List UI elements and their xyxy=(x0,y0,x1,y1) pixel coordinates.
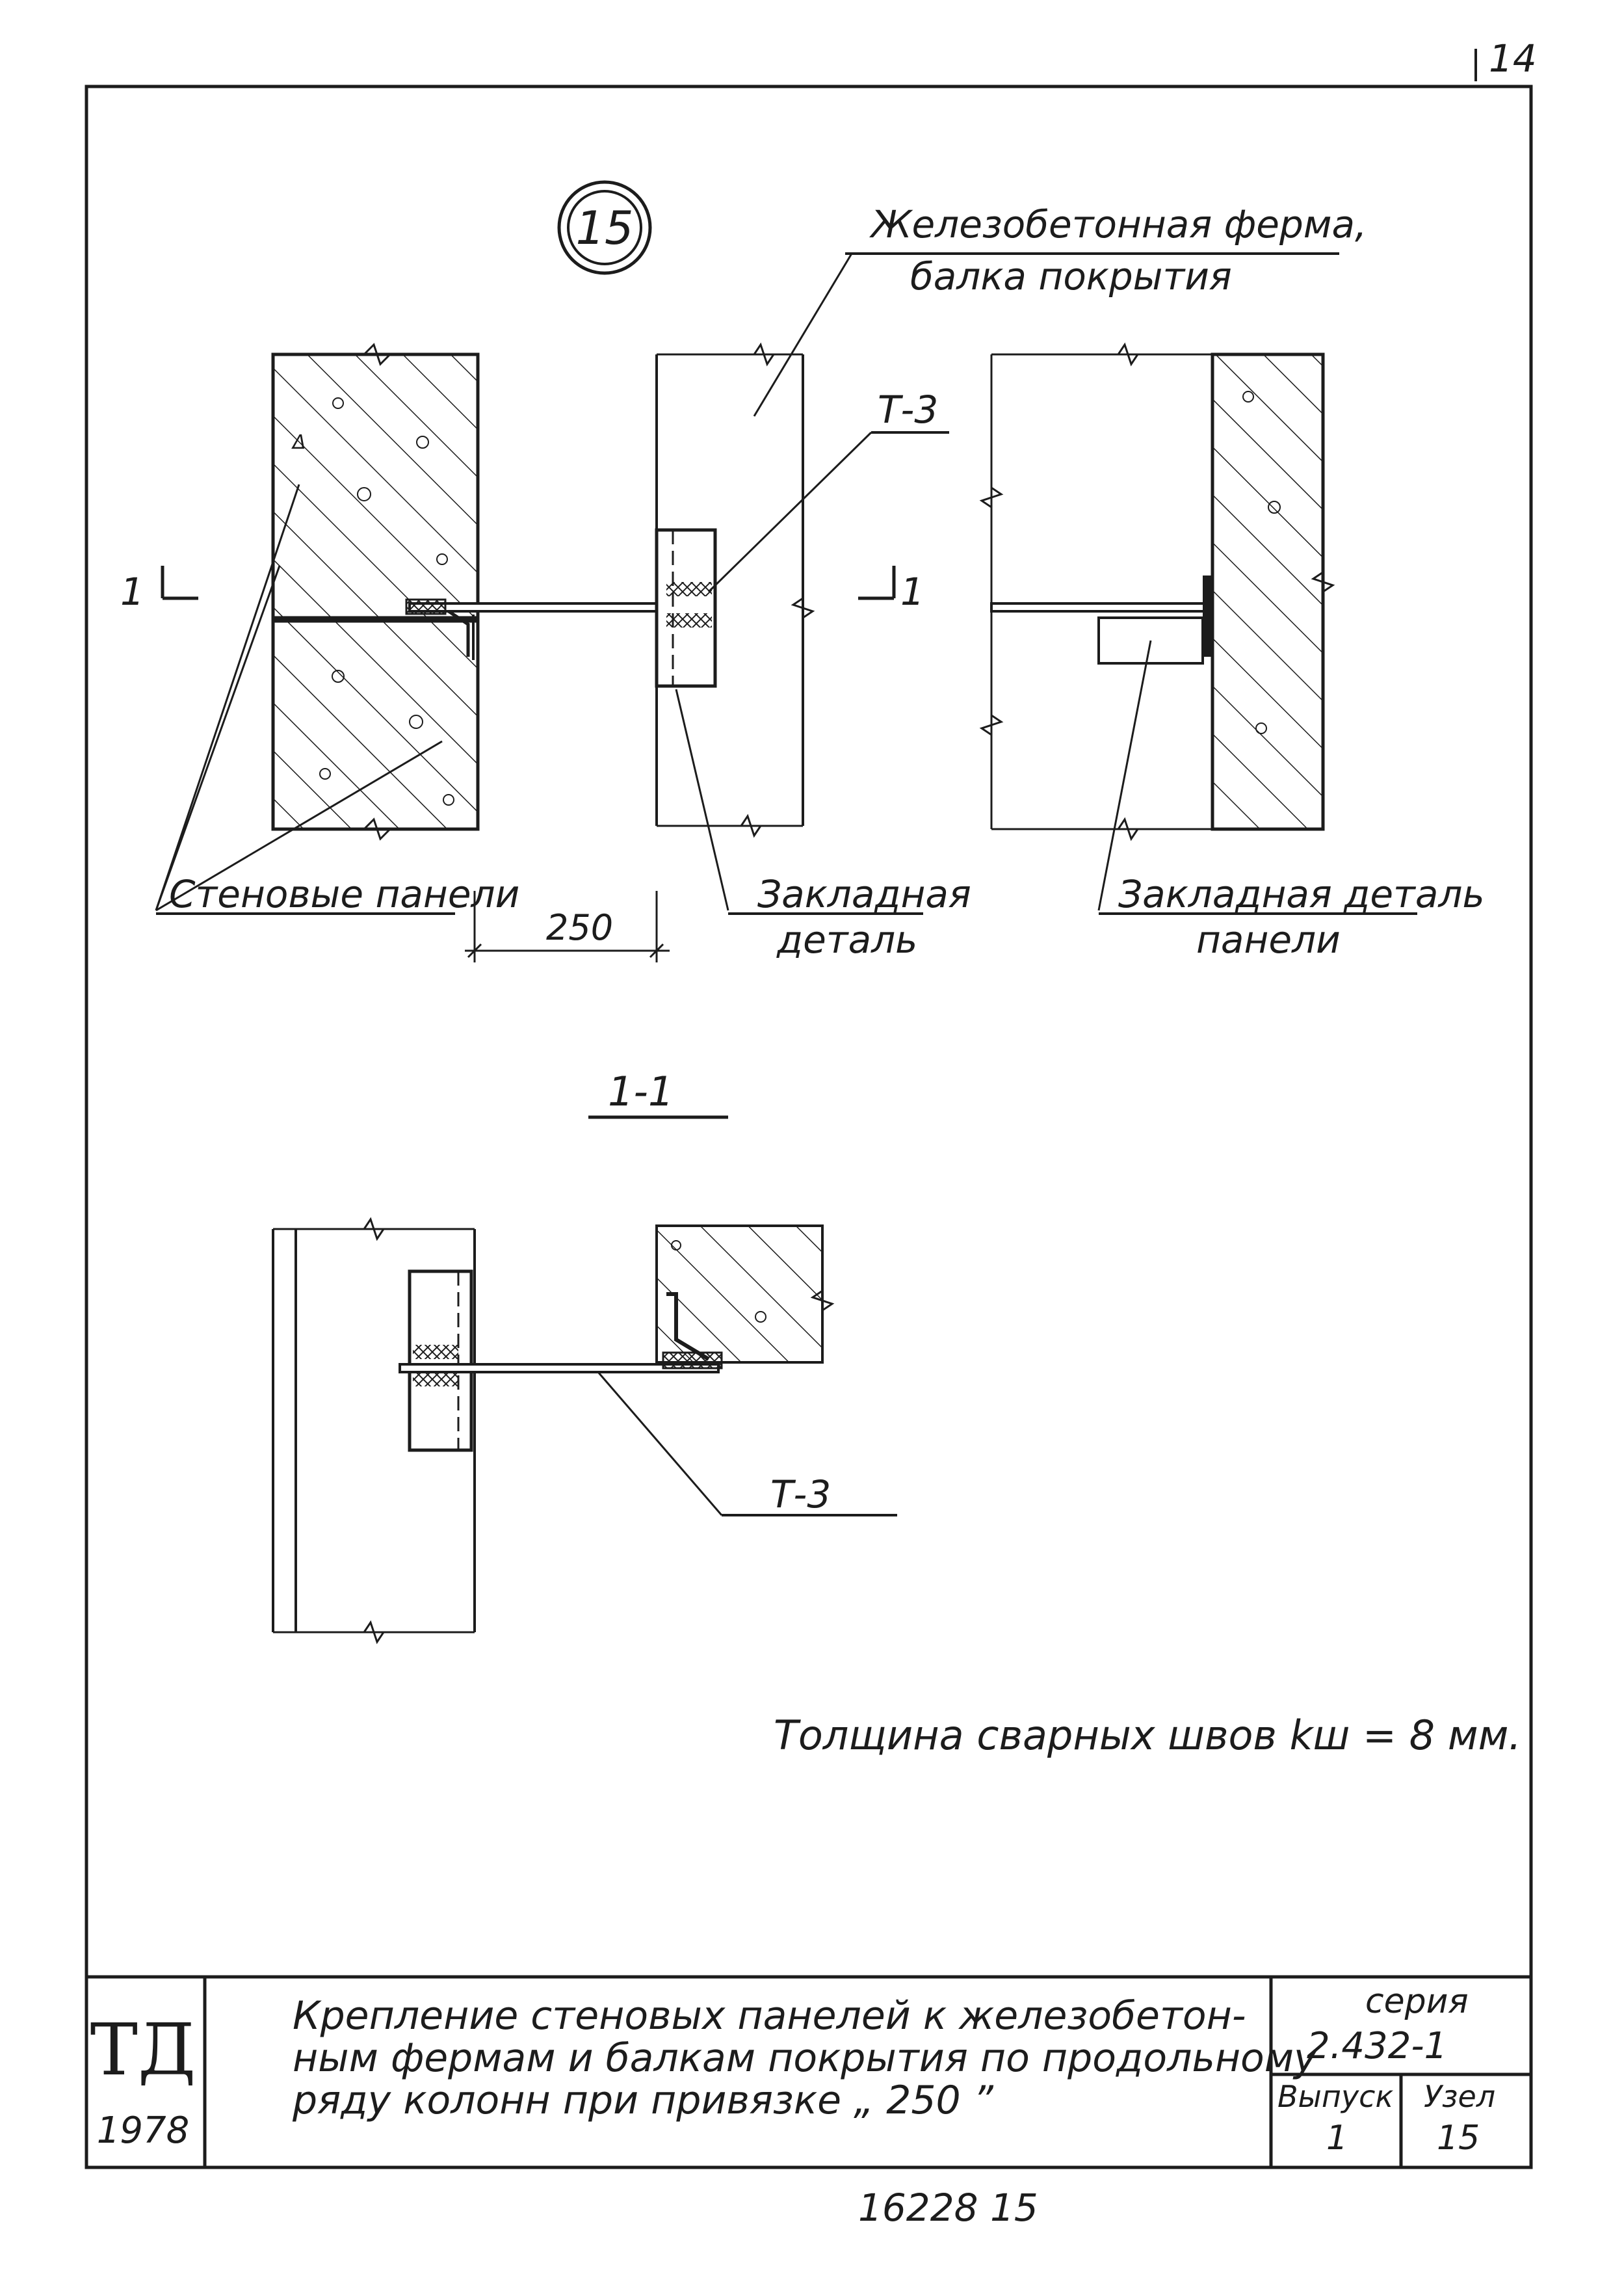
node-marker-number: 15 xyxy=(575,202,633,255)
truss-label-group: Железобетонная ферма, балка покрытия xyxy=(753,202,1367,417)
section-marker-right-label: 1 xyxy=(900,570,924,614)
t3-label-bottom-group: Т-3 xyxy=(597,1371,897,1516)
truss-embedded-part xyxy=(655,528,717,688)
dimension-250: 250 xyxy=(465,891,670,962)
section-column xyxy=(272,1217,476,1645)
title-line-2: ным фермам и балкам покрытия по продольн… xyxy=(293,2035,1318,2081)
panel-embedded-part-label-group: Закладная деталь панели xyxy=(1097,640,1485,962)
section-title: 1-1 xyxy=(608,1068,674,1115)
panel-embedded-part-label-line2: панели xyxy=(1196,918,1341,962)
issue-label: Выпуск xyxy=(1277,2079,1393,2114)
wall-panel-upper: Δ xyxy=(271,352,480,620)
tie-plate-t3-section xyxy=(399,1351,723,1373)
truss-label-line2: балка покрытия xyxy=(910,254,1232,298)
page-number: 14 xyxy=(1489,36,1537,81)
right-detail xyxy=(979,342,1335,841)
wall-panel-lower xyxy=(271,619,480,831)
node-value: 15 xyxy=(1437,2119,1480,2158)
t3-label-bottom-text: Т-3 xyxy=(770,1472,831,1516)
embedded-part-label-line2: деталь xyxy=(776,918,917,962)
wall-panels-leaders xyxy=(155,484,443,912)
wall-panels-label: Стеновые панели xyxy=(169,872,519,916)
td-logo: ТД xyxy=(90,2008,196,2091)
series-value: 2.432-1 xyxy=(1307,2025,1447,2067)
node-marker: 15 xyxy=(557,180,652,275)
node-label: Узел xyxy=(1424,2079,1495,2114)
section-marker-right: 1 xyxy=(858,566,924,614)
truss-label: Железобетонная ферма, xyxy=(869,202,1367,246)
section-panel xyxy=(655,1224,835,1364)
section-embedded-part xyxy=(408,1269,473,1452)
title-block: ТД 1978 Крепление стеновых панелей к жел… xyxy=(85,1975,1533,2169)
tie-plate-t3-top xyxy=(405,598,668,660)
weld-note: Толщина сварных швов kш = 8 мм. xyxy=(774,1712,1521,1759)
panel-embedded-part-label: Закладная деталь xyxy=(1118,872,1485,916)
embedded-part-label-group: Закладная деталь xyxy=(675,689,971,962)
title-line-3: ряду колонн при привязке „ 250 ” xyxy=(292,2078,994,2123)
dimension-250-label: 250 xyxy=(546,907,613,948)
title-block-year: 1978 xyxy=(97,2110,190,2152)
series-label: серия xyxy=(1365,1982,1469,2021)
section-marker-left-label: 1 xyxy=(120,570,144,614)
t3-label-top: Т-3 xyxy=(878,388,938,432)
embedded-part-label: Закладная xyxy=(757,872,971,916)
section-marker-left: 1 xyxy=(120,566,198,614)
svg-text:Δ: Δ xyxy=(291,431,306,454)
footer-number: 16228 15 xyxy=(858,2186,1038,2230)
title-line-1: Крепление стеновых панелей к железобетон… xyxy=(293,1993,1246,2039)
page-number-block: 14 xyxy=(1474,36,1537,81)
issue-value: 1 xyxy=(1326,2119,1348,2158)
